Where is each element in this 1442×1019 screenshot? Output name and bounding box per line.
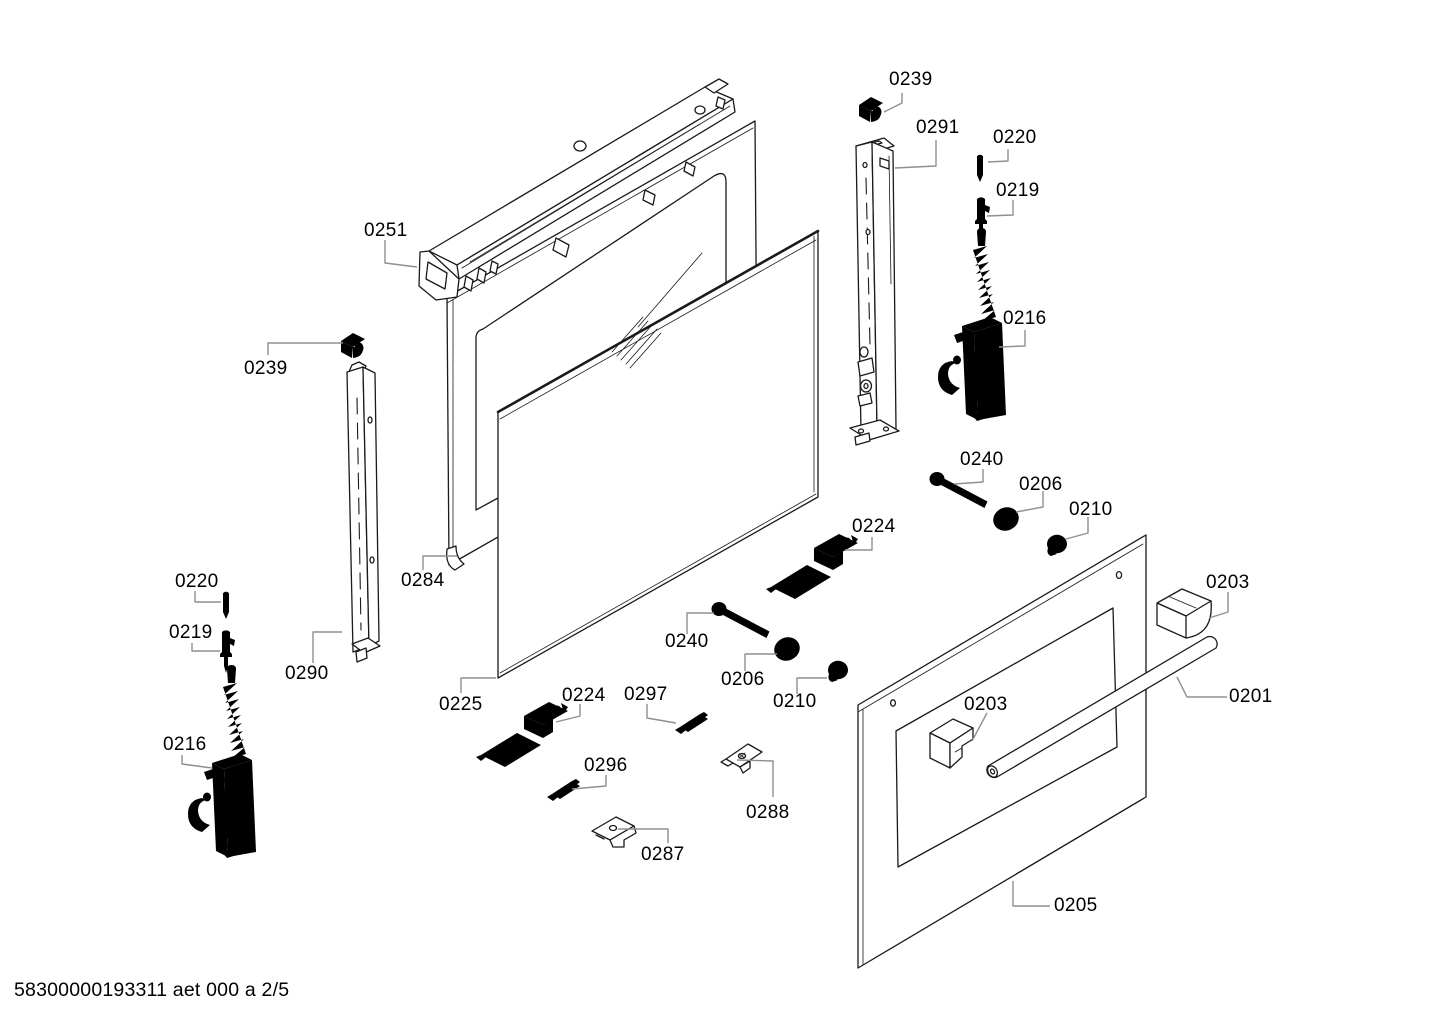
callout-0297[interactable]: 0297 [624, 684, 668, 705]
part-0240-bolt-center [711, 602, 770, 638]
callout-0225[interactable]: 0225 [439, 694, 483, 715]
callout-0206-right[interactable]: 0206 [1019, 474, 1063, 495]
callout-leader-lines [181, 93, 1229, 907]
callout-0290[interactable]: 0290 [285, 663, 329, 684]
part-0210-cap-right [1047, 534, 1067, 556]
part-0203-handle-bracket-right [1156, 588, 1212, 639]
callout-0296[interactable]: 0296 [584, 755, 628, 776]
callout-0220-right[interactable]: 0220 [993, 127, 1037, 148]
callout-0210-right[interactable]: 0210 [1069, 499, 1113, 520]
callout-0239-right[interactable]: 0239 [889, 69, 933, 90]
callout-0219-left[interactable]: 0219 [169, 622, 213, 643]
callout-0251[interactable]: 0251 [364, 220, 408, 241]
part-0297-clip [675, 712, 708, 734]
callout-0240-right[interactable]: 0240 [960, 449, 1004, 470]
callout-0288[interactable]: 0288 [746, 802, 790, 823]
part-0216-hinge-right [938, 228, 1006, 421]
part-0251-top-profile [418, 78, 736, 301]
part-0216-hinge-left [188, 665, 256, 858]
callout-0240-center[interactable]: 0240 [665, 631, 709, 652]
part-0201-handle-bar [986, 635, 1218, 779]
part-0206-washer-right [989, 503, 1023, 535]
part-0239-clip-right [859, 97, 883, 122]
callout-0220-left[interactable]: 0220 [175, 571, 219, 592]
callout-0287[interactable]: 0287 [641, 844, 685, 865]
callout-0239-left[interactable]: 0239 [244, 358, 288, 379]
callout-0201[interactable]: 0201 [1229, 686, 1273, 707]
callout-0210-center[interactable]: 0210 [773, 691, 817, 712]
part-0225-inner-door-glass [496, 229, 820, 679]
document-number: 58300000193311 aet 000 a 2/5 [14, 979, 290, 1001]
part-0224-bracket-left [476, 702, 568, 767]
callout-0284[interactable]: 0284 [401, 570, 445, 591]
callout-0206-center[interactable]: 0206 [721, 669, 765, 690]
callout-0224-right[interactable]: 0224 [852, 516, 896, 537]
callout-0205[interactable]: 0205 [1054, 895, 1098, 916]
part-0288-clamp [720, 743, 763, 774]
callout-0291[interactable]: 0291 [916, 117, 960, 138]
part-0239-clip-left [341, 333, 365, 358]
part-0287-clamp [591, 816, 637, 848]
callout-0219-right[interactable]: 0219 [996, 180, 1040, 201]
part-0220-pin-left [222, 591, 230, 619]
part-0296-clip [547, 779, 580, 801]
part-0224-bracket-right [766, 534, 858, 599]
part-0240-bolt-right [929, 472, 988, 508]
callout-0216-left[interactable]: 0216 [163, 734, 207, 755]
part-0203-handle-bracket-left [929, 718, 974, 769]
callout-0203-bottom[interactable]: 0203 [964, 694, 1008, 715]
part-0210-cap-center [828, 660, 848, 682]
part-0206-washer-center [770, 633, 804, 665]
callout-0216-right[interactable]: 0216 [1003, 308, 1047, 329]
part-0291-rail-right [849, 137, 900, 446]
part-0205-outer-door-panel [857, 534, 1147, 969]
callout-0224-left[interactable]: 0224 [562, 685, 606, 706]
part-0290-rail-left [346, 361, 381, 663]
part-0220-pin-right [976, 154, 984, 182]
callout-0203-top[interactable]: 0203 [1206, 572, 1250, 593]
